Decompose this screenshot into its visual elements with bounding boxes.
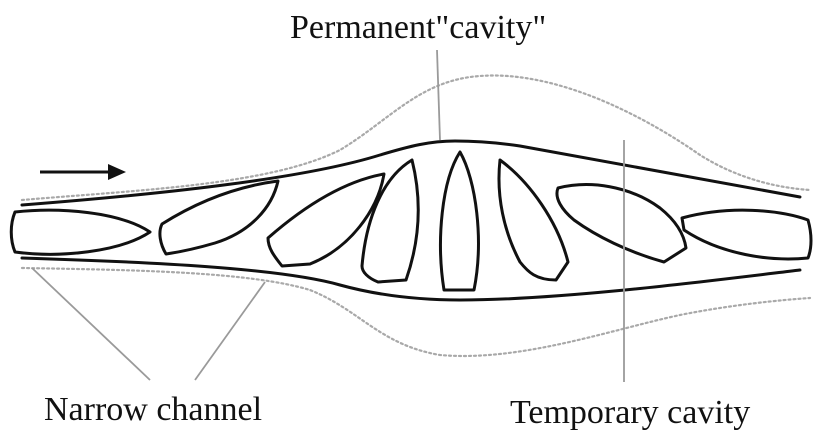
cell-7	[557, 185, 686, 262]
narrow-channel-leader	[32, 268, 150, 380]
permanent-cavity-leader	[437, 50, 440, 140]
cell-6	[499, 160, 568, 280]
temporary-cavity-label: Temporary cavity	[510, 394, 750, 430]
cell-1	[11, 210, 150, 254]
narrow-channel-label: Narrow channel	[44, 391, 262, 428]
permanent-cavity-label: Permanent"cavity"	[290, 9, 546, 46]
narrow-channel-leader-2	[195, 282, 265, 380]
direction-arrow-icon	[108, 164, 126, 180]
cell-5	[441, 152, 479, 290]
cell-8	[682, 210, 811, 259]
temporary-cavity-outline-lower	[22, 268, 810, 356]
